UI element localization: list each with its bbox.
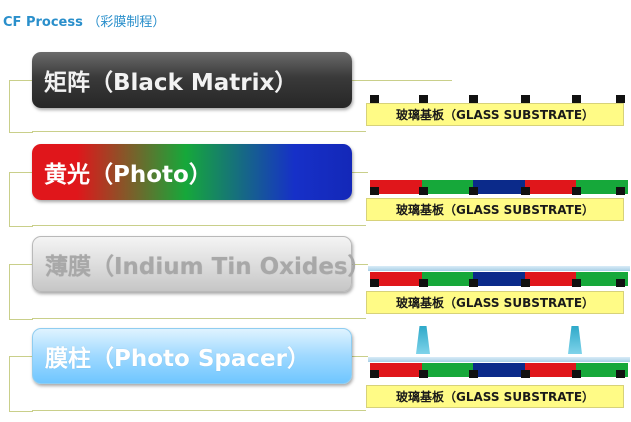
- connector-2: [9, 172, 33, 227]
- photo-spacer: [568, 326, 582, 354]
- green-filter: [576, 363, 628, 377]
- connector-3-line: [32, 318, 366, 319]
- blue-filter: [473, 180, 525, 194]
- connector-4-top: [352, 356, 368, 357]
- blue-filter: [473, 363, 525, 377]
- black-matrix-dot: [572, 95, 581, 103]
- connector-4-line: [32, 410, 366, 411]
- red-filter: [370, 272, 422, 286]
- green-filter: [421, 363, 474, 377]
- black-matrix-dot: [572, 279, 581, 287]
- color-filter-row-2: [370, 180, 628, 194]
- green-filter: [576, 180, 628, 194]
- glass-substrate-label: 玻璃基板（GLASS SUBSTRATE）: [395, 108, 595, 122]
- step-photo-spacer: 膜柱（Photo Spacer）: [32, 328, 352, 384]
- black-matrix-dot: [616, 370, 625, 378]
- black-matrix-dot: [616, 95, 625, 103]
- black-matrix-dot: [419, 370, 428, 378]
- black-matrix-dot: [521, 370, 530, 378]
- page-title: CF Process （彩膜制程）: [3, 11, 165, 30]
- glass-substrate-3: 玻璃基板（GLASS SUBSTRATE）: [366, 291, 624, 314]
- connector-1-line: [32, 131, 366, 132]
- black-matrix-dot: [572, 187, 581, 195]
- black-matrix-dot: [616, 279, 625, 287]
- black-matrix-dot: [469, 95, 478, 103]
- connector-4: [9, 356, 33, 412]
- ito-layer: [368, 266, 630, 271]
- glass-substrate-label: 玻璃基板（GLASS SUBSTRATE）: [395, 296, 595, 310]
- photo-spacer: [416, 326, 430, 354]
- black-matrix-dot: [616, 187, 625, 195]
- green-filter: [421, 180, 474, 194]
- step-photo-spacer-label: 膜柱（Photo Spacer）: [45, 346, 310, 372]
- glass-substrate-2: 玻璃基板（GLASS SUBSTRATE）: [366, 198, 624, 221]
- black-matrix-dot: [419, 187, 428, 195]
- step-ito: 薄膜（Indium Tin Oxides）: [32, 236, 371, 292]
- red-filter: [524, 180, 577, 194]
- glass-substrate-label: 玻璃基板（GLASS SUBSTRATE）: [395, 203, 595, 217]
- red-filter: [524, 363, 577, 377]
- black-matrix-dot: [572, 370, 581, 378]
- color-filter-row-3: [370, 272, 628, 286]
- black-matrix-dot: [370, 370, 379, 378]
- step-black-matrix: 矩阵（Black Matrix）: [32, 52, 352, 108]
- red-filter: [370, 180, 422, 194]
- title-en: CF Process: [3, 15, 83, 30]
- black-matrix-dot: [521, 95, 530, 103]
- black-matrix-dot: [419, 95, 428, 103]
- ito-layer: [368, 357, 630, 362]
- black-matrix-dot: [370, 187, 379, 195]
- connector-2-top: [352, 172, 368, 173]
- title-cn: （彩膜制程）: [87, 15, 166, 30]
- black-matrix-dot: [521, 187, 530, 195]
- black-matrix-dot: [469, 279, 478, 287]
- glass-substrate-4: 玻璃基板（GLASS SUBSTRATE）: [366, 385, 624, 408]
- connector-1: [9, 80, 33, 133]
- black-matrix-dot: [370, 279, 379, 287]
- red-filter: [524, 272, 577, 286]
- step-ito-label: 薄膜（Indium Tin Oxides）: [45, 254, 371, 280]
- connector-3: [9, 264, 33, 320]
- blue-filter: [473, 272, 525, 286]
- glass-substrate-label: 玻璃基板（GLASS SUBSTRATE）: [395, 390, 595, 404]
- step-photo-label: 黄光（Photo）: [44, 162, 212, 188]
- red-filter: [370, 363, 422, 377]
- color-filter-row-4: [370, 363, 628, 377]
- connector-2-line: [32, 225, 366, 226]
- black-matrix-dot: [521, 279, 530, 287]
- black-matrix-dot: [370, 95, 379, 103]
- black-matrix-dot: [419, 279, 428, 287]
- connector-1-top: [352, 80, 452, 81]
- connector-3-top: [352, 264, 368, 265]
- black-matrix-dot: [469, 187, 478, 195]
- green-filter: [576, 272, 628, 286]
- step-photo: 黄光（Photo）: [32, 144, 352, 200]
- glass-substrate-1: 玻璃基板（GLASS SUBSTRATE）: [366, 103, 624, 126]
- green-filter: [421, 272, 474, 286]
- step-black-matrix-label: 矩阵（Black Matrix）: [44, 70, 298, 96]
- black-matrix-dot: [469, 370, 478, 378]
